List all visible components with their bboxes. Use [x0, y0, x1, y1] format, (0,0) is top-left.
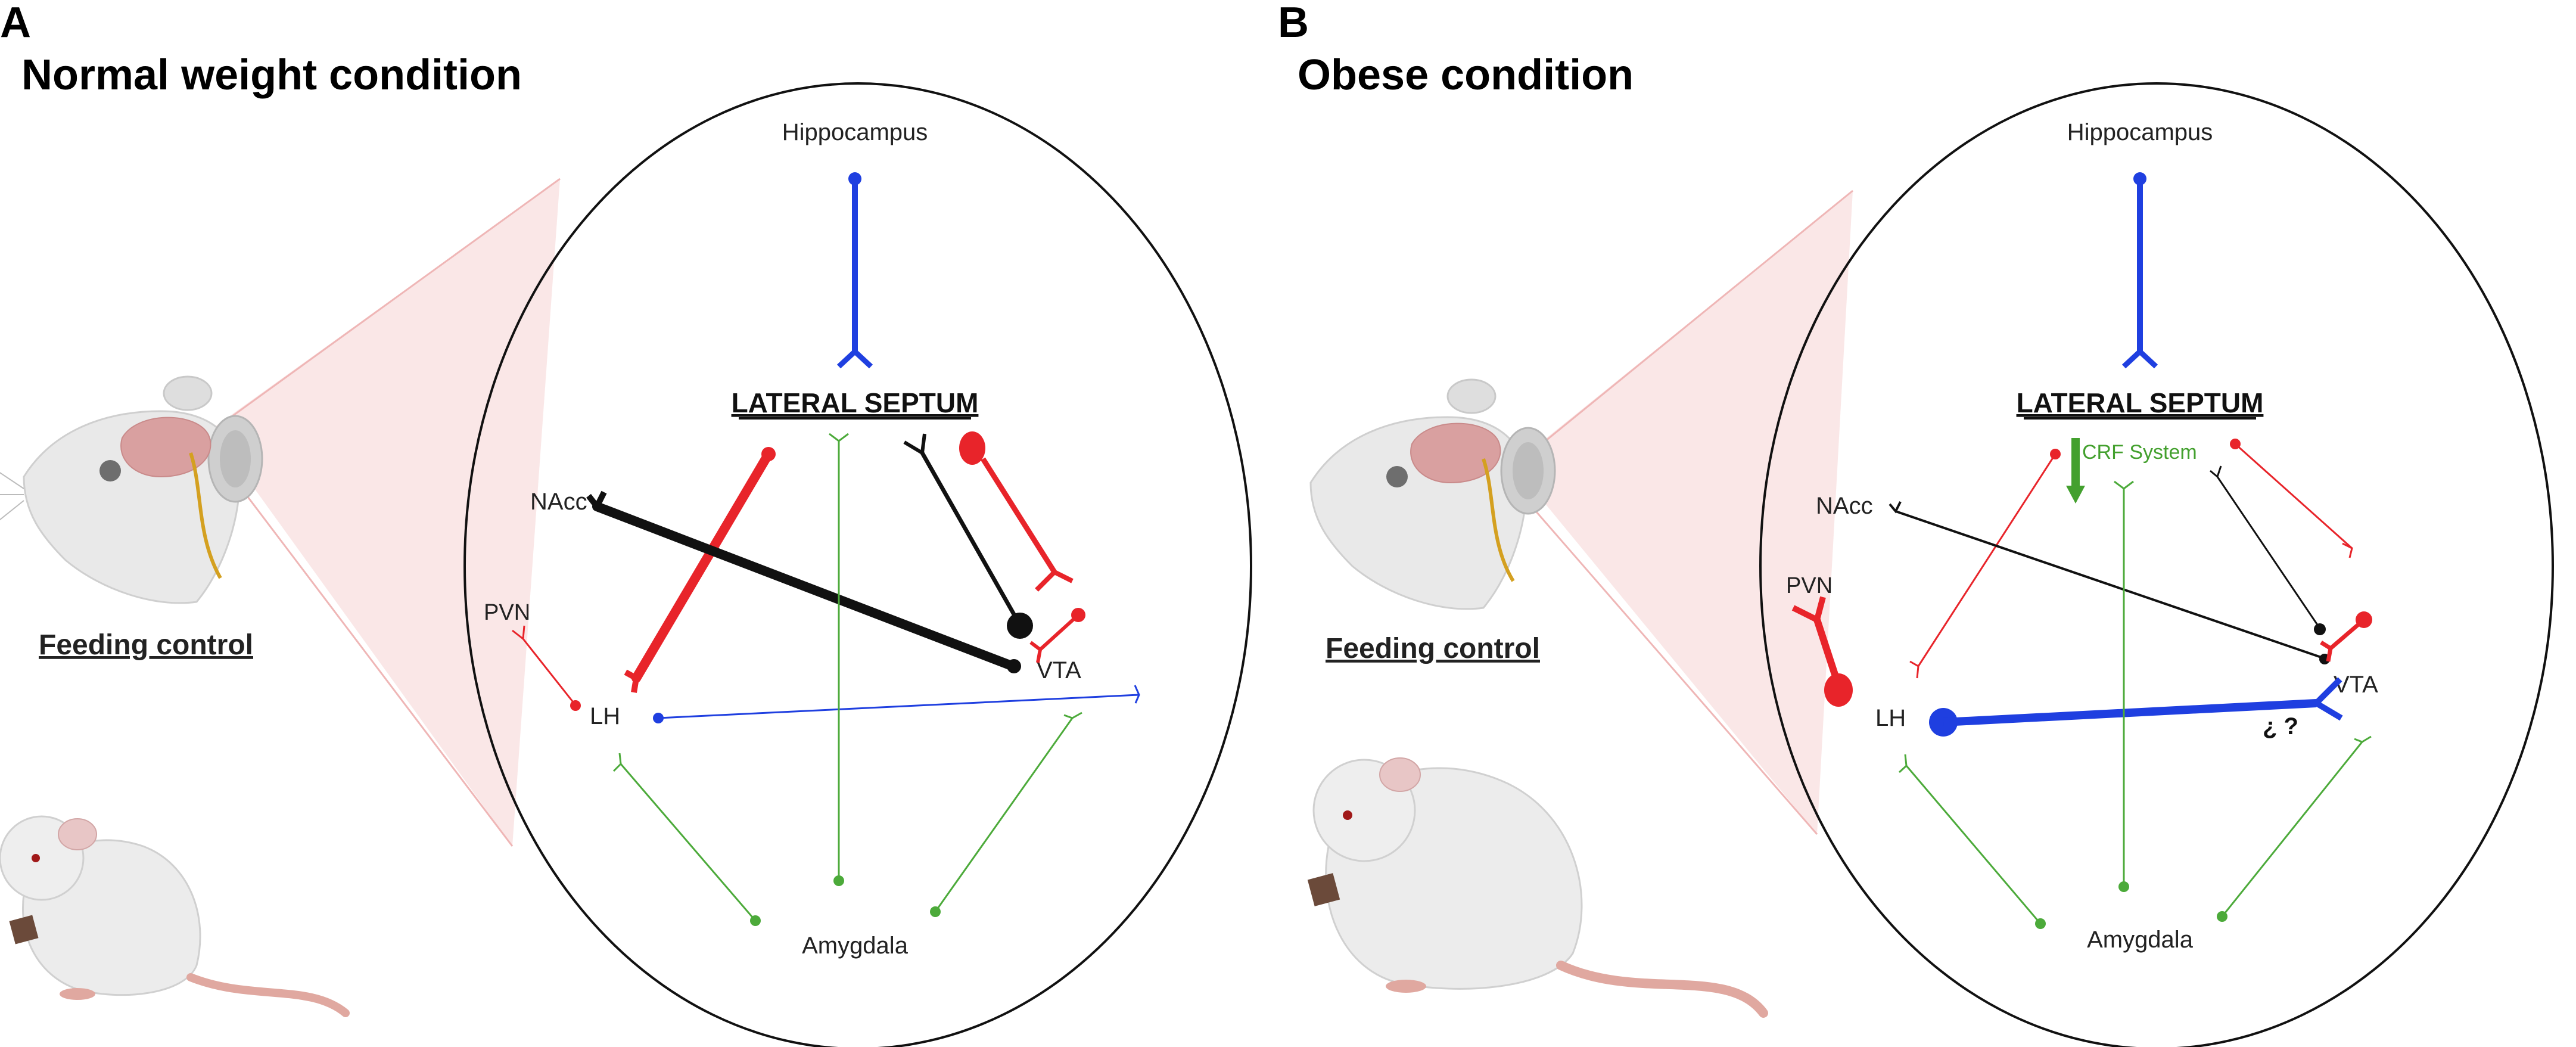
lh-to-vta-projection-b	[1929, 677, 2343, 737]
lh-label-b: LH	[1875, 705, 1906, 731]
rat-head-illustration-a	[0, 375, 263, 604]
pvn-to-lh-projection-b	[1791, 596, 1853, 707]
feeding-control-label-b: Feeding control	[1326, 633, 1540, 664]
panel-a: A Normal weight condition Feeding contro…	[0, 0, 1252, 1047]
amygdala-to-vta-projection-b	[2217, 735, 2372, 922]
ls-to-lh-projection-a	[624, 447, 776, 693]
amygdala-to-lh-projection-a	[612, 753, 761, 926]
amygdala-to-vta-projection-a	[930, 712, 1082, 917]
amygdala-label-a: Amygdala	[802, 933, 909, 959]
hippocampus-label-a: Hippocampus	[782, 119, 928, 145]
brain-circuit-circle-b	[1759, 82, 2554, 1047]
cone-edge-top-a	[214, 178, 561, 430]
pvn-label-a: PVN	[484, 600, 530, 625]
panel-b-letter: B	[1278, 0, 1309, 46]
vta-to-ls-red-projection-b	[2320, 611, 2372, 662]
rat-body-illustration-b	[1307, 757, 1768, 1018]
hippocampus-projection-a	[836, 172, 873, 369]
nacc-vta-projection-a	[586, 490, 1021, 673]
amygdala-to-ls-projection-b	[2114, 480, 2134, 892]
panel-a-title: Normal weight condition	[21, 51, 522, 99]
amygdala-label-b: Amygdala	[2087, 927, 2194, 953]
ls-to-lh-projection-b	[1909, 449, 2061, 679]
feeding-control-label-a: Feeding control	[39, 629, 253, 661]
pvn-label-b: PVN	[1786, 573, 1833, 598]
ls-vta-red-projection-b	[2230, 439, 2353, 558]
lateral-septum-label-b: LATERAL SEPTUM	[2017, 387, 2264, 418]
unknown-connection-mark: ¿ ?	[2263, 713, 2298, 740]
nacc-label-a: NAcc	[530, 489, 587, 515]
panel-b-title: Obese condition	[1298, 51, 1634, 99]
lateral-septum-label-a: LATERAL SEPTUM	[732, 387, 979, 418]
magnifier-cone-a	[211, 179, 560, 846]
panel-b: B Obese condition Feeding control	[1278, 0, 2554, 1047]
cone-edge-bottom-b	[1515, 488, 1818, 835]
vta-to-ls-red-projection-a	[1029, 608, 1085, 663]
pvn-to-lh-projection-a	[512, 625, 581, 711]
lh-to-vta-projection-a	[653, 685, 1140, 723]
crf-system-label: CRF System	[2082, 441, 2197, 464]
magnifier-cone-b	[1513, 191, 1853, 834]
cone-edge-bottom-a	[213, 452, 514, 847]
hippocampus-label-b: Hippocampus	[2067, 119, 2213, 145]
rat-body-illustration-a	[0, 815, 350, 1017]
ls-to-vta-black-projection-b	[2210, 465, 2326, 635]
hippocampus-projection-b	[2121, 172, 2158, 369]
cone-edge-top-b	[1516, 189, 1853, 466]
vta-label-b: VTA	[2334, 672, 2378, 698]
lh-label-a: LH	[590, 703, 620, 729]
ls-to-vta-black-projection-a	[903, 433, 1033, 639]
brain-circuit-circle-a	[463, 82, 1252, 1047]
amygdala-to-ls-projection-a	[829, 433, 849, 886]
amygdala-to-lh-projection-b	[1898, 754, 2046, 929]
ls-vta-red-projection-a	[959, 431, 1074, 592]
vta-label-a: VTA	[1037, 657, 1081, 683]
rat-head-illustration-b	[1309, 378, 1556, 610]
panel-a-letter: A	[0, 0, 31, 46]
nacc-label-b: NAcc	[1816, 493, 1873, 519]
nacc-vta-projection-b	[1889, 501, 2330, 664]
crf-system-arrow	[2066, 438, 2085, 504]
